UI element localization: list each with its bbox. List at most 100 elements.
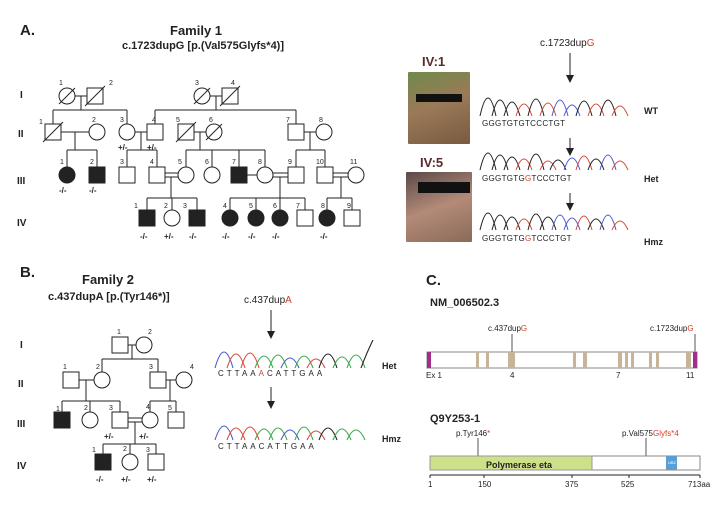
svg-text:11: 11 xyxy=(350,159,357,166)
genotype-b-III4: +/- xyxy=(139,432,149,441)
trace-label-hmz: Hmz xyxy=(644,237,664,247)
chromatogram-arrow-b2 xyxy=(267,387,275,409)
genotype-II3: +/- xyxy=(118,143,128,152)
chrom-caption-prefix: c.1723dup xyxy=(540,38,587,49)
genotype-IV2: +/- xyxy=(164,232,174,241)
genotype-II4: +/- xyxy=(147,143,157,152)
axis-tick-1: 1 xyxy=(428,480,433,489)
svg-text:3: 3 xyxy=(149,364,153,371)
chromatogram-trace-wt xyxy=(479,97,629,117)
svg-text:3: 3 xyxy=(120,117,124,124)
svg-text:2: 2 xyxy=(164,203,168,210)
svg-text:4: 4 xyxy=(190,364,194,371)
sequence-b-het: CTTAAACATTGAA xyxy=(218,369,326,378)
domain-label-ubz: UBZ xyxy=(668,460,676,465)
svg-text:7: 7 xyxy=(296,203,300,210)
family-2-mutation: c.437dupA [p.(Tyr146*)] xyxy=(48,291,170,303)
gen-b-label-II: II xyxy=(18,379,24,390)
svg-text:2: 2 xyxy=(123,446,127,453)
gene-exon-map xyxy=(426,334,698,369)
svg-text:10: 10 xyxy=(316,159,324,166)
trace-label-het: Het xyxy=(644,174,659,184)
svg-text:1: 1 xyxy=(39,119,43,126)
panel-c-label: C. xyxy=(426,272,441,289)
svg-text:4: 4 xyxy=(150,159,154,166)
chromatogram-trace-het xyxy=(479,152,629,171)
gen-b-label-III: III xyxy=(17,419,26,430)
genotype-III1: -/- xyxy=(59,186,67,195)
svg-text:5: 5 xyxy=(168,405,172,412)
svg-text:1: 1 xyxy=(63,364,67,371)
svg-text:3: 3 xyxy=(109,405,113,412)
svg-text:2: 2 xyxy=(90,159,94,166)
gene-mutation-1: c.437dupG xyxy=(488,324,528,333)
photo-censor-bar xyxy=(418,182,470,193)
genotype-IV4: -/- xyxy=(222,232,230,241)
photo-label-iv5: IV:5 xyxy=(420,155,444,170)
genotype-IV6: -/- xyxy=(272,232,280,241)
sequence-het: GGGTGTGGTCCCTGT xyxy=(482,174,572,183)
svg-text:1: 1 xyxy=(92,447,96,454)
genotype-IV3: -/- xyxy=(189,232,197,241)
svg-text:8: 8 xyxy=(258,159,262,166)
gen-label-III: III xyxy=(17,176,26,187)
genotype-IV5: -/- xyxy=(248,232,256,241)
trace-label-b-het: Het xyxy=(382,361,397,371)
genotype-III2: -/- xyxy=(89,186,97,195)
panel-a-label: A. xyxy=(20,22,35,39)
family-1-title: Family 1 xyxy=(170,23,223,38)
svg-text:3: 3 xyxy=(183,203,187,210)
protein-mutation-1: p.Tyr146* xyxy=(456,429,491,438)
chromatogram-trace-b-hmz xyxy=(214,425,366,441)
gen-b-label-I: I xyxy=(20,340,23,351)
genotype-b-III3: +/- xyxy=(104,432,114,441)
axis-tick-375: 375 xyxy=(565,480,579,489)
exon-label-1: Ex 1 xyxy=(426,371,443,380)
svg-text:1: 1 xyxy=(134,203,138,210)
svg-text:4: 4 xyxy=(223,203,227,210)
domain-label-polymerase-eta: Polymerase eta xyxy=(486,460,553,470)
svg-text:4: 4 xyxy=(231,80,235,87)
svg-text:6: 6 xyxy=(209,117,213,124)
patient-photo-iv5 xyxy=(406,172,472,242)
axis-tick-713aa: 713aa xyxy=(688,480,711,489)
chromatogram-arrow-b1 xyxy=(267,310,275,339)
panel-b-label: B. xyxy=(20,264,35,281)
chromatogram-arrow-a xyxy=(566,53,574,83)
chromatogram-trace-b-het xyxy=(214,339,374,369)
svg-text:7: 7 xyxy=(286,117,290,124)
family-1-mutation: c.1723dupG [p.(Val575Glyfs*4)] xyxy=(122,40,285,52)
protein-mutation-2: p.Val575Glyfs*4 xyxy=(622,429,679,438)
photo-censor-bar xyxy=(416,94,462,102)
sequence-b-hmz: CTTAACATTGAA xyxy=(218,442,317,451)
svg-text:5: 5 xyxy=(178,159,182,166)
trace-label-wt: WT xyxy=(644,106,658,116)
gen-label-IV: IV xyxy=(17,218,27,229)
chromatogram-arrow-het xyxy=(566,138,574,156)
svg-text:3: 3 xyxy=(146,447,150,454)
svg-text:9: 9 xyxy=(347,203,351,210)
svg-text:7: 7 xyxy=(232,159,236,166)
svg-text:2: 2 xyxy=(96,364,100,371)
svg-text:2: 2 xyxy=(92,117,96,124)
photo-label-iv1: IV:1 xyxy=(422,54,446,69)
chromatogram-arrow-hmz xyxy=(566,193,574,211)
svg-text:1: 1 xyxy=(56,406,60,413)
svg-text:2: 2 xyxy=(109,80,113,87)
chrom-caption-family-1: c.1723dupG xyxy=(540,39,595,49)
chrom-caption-b-red: A xyxy=(285,295,292,306)
trace-label-b-hmz: Hmz xyxy=(382,434,402,444)
protein-id: Q9Y253-1 xyxy=(430,413,481,425)
gen-label-II: II xyxy=(18,129,24,140)
chromatogram-trace-hmz xyxy=(479,212,629,231)
axis-tick-525: 525 xyxy=(621,480,635,489)
svg-text:5: 5 xyxy=(249,203,253,210)
svg-text:9: 9 xyxy=(288,159,292,166)
svg-text:5: 5 xyxy=(176,117,180,124)
svg-text:2: 2 xyxy=(84,405,88,412)
transcript-id: NM_006502.3 xyxy=(430,297,500,309)
svg-text:1: 1 xyxy=(117,329,121,336)
svg-text:8: 8 xyxy=(321,203,325,210)
